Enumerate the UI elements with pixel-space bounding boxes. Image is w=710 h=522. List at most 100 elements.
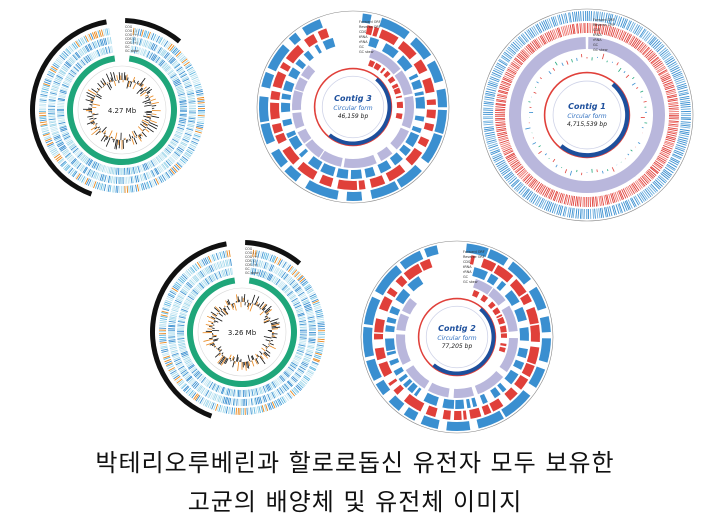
gc-skew-spike xyxy=(141,84,144,88)
reverse-orf xyxy=(386,287,398,298)
reverse-orf xyxy=(369,175,386,188)
reverse-orf xyxy=(319,174,334,188)
cds-tick xyxy=(282,373,288,379)
cog-tick xyxy=(307,369,315,374)
cds-tick xyxy=(138,165,142,173)
cog-tick xyxy=(260,260,263,268)
cog-tick xyxy=(289,378,296,384)
cds-tick xyxy=(295,352,303,356)
cog-tick xyxy=(71,170,77,177)
cog-tick xyxy=(287,380,294,387)
cds-tick xyxy=(127,167,129,175)
cog-tick xyxy=(168,367,175,372)
cog-tick xyxy=(253,259,257,267)
cds-tick xyxy=(299,340,307,343)
cog-tick xyxy=(149,32,153,40)
cog-tick xyxy=(171,47,178,54)
forward-orf xyxy=(530,193,537,203)
cog-tick xyxy=(128,185,130,193)
cog-tick xyxy=(65,62,71,68)
forward-orf xyxy=(595,11,597,22)
cds-ring xyxy=(369,48,401,75)
cog-tick xyxy=(271,265,276,273)
gc-skew-spike xyxy=(106,136,109,141)
gc-skew-spike xyxy=(209,342,215,346)
cog-tick xyxy=(67,59,73,66)
gc-skew-spike xyxy=(118,139,121,149)
reverse-orf xyxy=(665,136,676,141)
cog-tick xyxy=(269,392,274,400)
cds-tick xyxy=(63,135,71,140)
cog-tick xyxy=(49,68,57,73)
cog-tick xyxy=(93,171,97,179)
forward-orf xyxy=(436,88,447,108)
cds-tick xyxy=(225,387,228,395)
cog-tick xyxy=(297,382,304,389)
cog-tick xyxy=(159,320,167,322)
cds-segment xyxy=(479,393,488,405)
cds-tick xyxy=(209,274,215,282)
cog-tick xyxy=(166,42,172,49)
trna-rrna-mark xyxy=(525,127,531,130)
cds-tick xyxy=(131,45,134,53)
cds-tick xyxy=(61,130,68,134)
cog-tick xyxy=(293,387,300,393)
cds-tick xyxy=(64,136,71,141)
cds-tick xyxy=(199,375,205,382)
cog-tick xyxy=(182,59,189,65)
cog-tick xyxy=(82,166,87,174)
cog-tick xyxy=(301,297,308,302)
reverse-orf xyxy=(599,195,603,206)
reverse-orf xyxy=(556,27,561,38)
cog-tick xyxy=(188,69,195,74)
cog-tick xyxy=(298,291,305,297)
reverse-orf xyxy=(653,60,662,68)
rna-segment xyxy=(383,70,391,78)
reverse-orf xyxy=(379,296,393,312)
cog-tick xyxy=(187,92,195,96)
reverse-orf xyxy=(603,195,607,206)
cog-tick xyxy=(191,140,198,145)
cds-tick xyxy=(265,272,269,280)
forward-orf xyxy=(678,93,689,96)
forward-orf xyxy=(487,83,498,88)
cog-tick xyxy=(317,338,325,341)
gc-skew-spike xyxy=(208,337,213,340)
trna-rrna-mark xyxy=(643,101,647,103)
cog-tick xyxy=(227,397,230,405)
cds-tick xyxy=(286,290,293,296)
forward-orf xyxy=(664,166,674,174)
reverse-orf xyxy=(570,195,574,206)
cog-tick xyxy=(191,380,197,387)
forward-orf xyxy=(485,133,496,137)
reverse-orf xyxy=(480,258,497,272)
gc-skew-spike xyxy=(106,83,112,91)
forward-orf xyxy=(483,121,494,124)
cds-ring xyxy=(488,288,506,306)
cog-tick xyxy=(314,305,322,309)
cog-tick xyxy=(305,308,313,312)
cog-tick xyxy=(304,306,312,310)
cog-tick xyxy=(168,319,177,322)
cog-tick xyxy=(49,93,57,97)
cog-tick xyxy=(150,42,155,50)
ring-legend-label: COG (+) xyxy=(245,255,258,259)
cog-tick xyxy=(158,37,163,44)
gc-skew-spike xyxy=(213,307,220,313)
cog-tick xyxy=(231,407,234,415)
cds-tick xyxy=(255,388,259,396)
forward-orf xyxy=(655,43,664,52)
ring-legend-label: rRNA xyxy=(359,40,368,44)
cog-tick xyxy=(55,139,63,144)
cds-tick xyxy=(296,349,304,353)
gc-skew-spike xyxy=(89,99,94,102)
cds-tick xyxy=(179,116,187,119)
forward-orf xyxy=(598,11,601,22)
cds-tick xyxy=(200,376,207,383)
cds-tick xyxy=(180,351,188,355)
rna-segment xyxy=(396,101,403,109)
rna-segment xyxy=(498,346,506,353)
cog-tick xyxy=(308,367,316,372)
cog-tick xyxy=(196,92,204,96)
